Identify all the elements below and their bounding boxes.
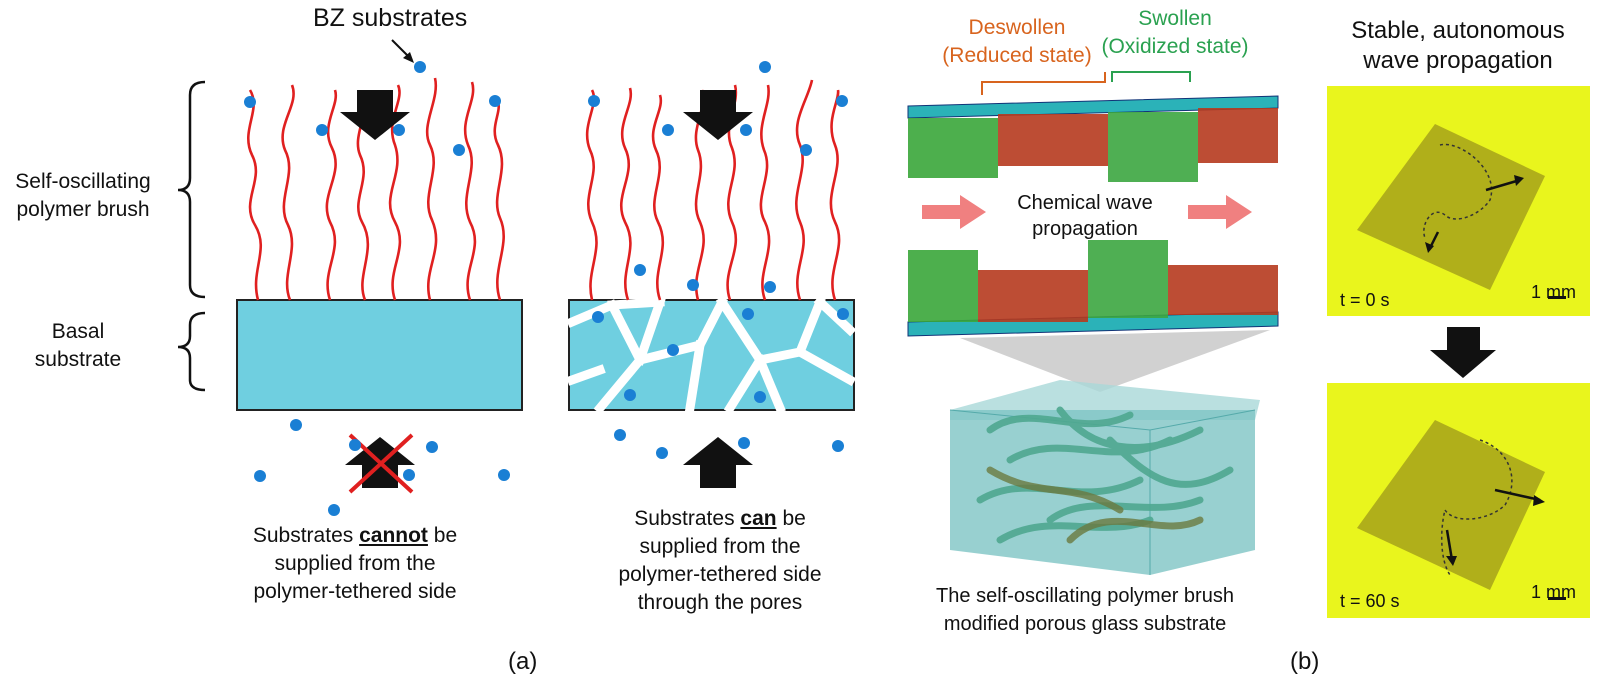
brush-label-line2: polymer brush (16, 198, 150, 221)
bottom-brush (908, 240, 1278, 322)
pore-network (566, 295, 857, 415)
deswollen-label: Deswollen (Reduced state) (932, 14, 1102, 70)
time-label-0: t = 0 s (1340, 290, 1390, 310)
swollen-label: Swollen (Oxidized state) (1090, 5, 1260, 61)
caption-a: (a) (508, 648, 538, 675)
scale-label-0: 1 mm (1531, 282, 1576, 302)
glass-line1: The self-oscillating polymer brush (936, 585, 1234, 607)
micrograph-t0 (1327, 86, 1590, 316)
bz-substrates-label: BZ substrates (313, 4, 468, 32)
basal-label-line1: Basal (51, 320, 105, 343)
porous-glass-cube (949, 380, 1260, 575)
glass-caption: The self-oscillating polymer brush modif… (905, 582, 1265, 638)
stable-line1: Stable, autonomous (1351, 17, 1565, 44)
basal-brace (177, 311, 206, 392)
down-arrow-right (683, 90, 753, 140)
cannot-line3: polymer-tethered side (253, 580, 457, 603)
glass-line2: modified porous glass substrate (943, 613, 1227, 635)
micrograph-t60 (1327, 383, 1590, 618)
wave-arrow-right (1188, 195, 1252, 229)
can-line3: polymer-tethered side (618, 563, 822, 586)
deswollen-line1: Deswollen (968, 16, 1066, 39)
cannot-post: be (427, 524, 458, 547)
can-caption: Substrates can be supplied from the poly… (565, 505, 875, 617)
deswollen-line2: (Reduced state) (942, 44, 1092, 67)
swollen-line1: Swollen (1138, 7, 1212, 30)
wave-line2: propagation (1032, 218, 1138, 240)
brush-label-line1: Self-oscillating (15, 170, 151, 193)
basal-label-line2: substrate (34, 348, 122, 371)
down-arrow-left (340, 90, 410, 140)
top-brush (908, 108, 1278, 182)
brush-brace (177, 80, 206, 299)
cannot-emph: cannot (359, 524, 428, 547)
cannot-pre: Substrates (252, 524, 360, 547)
can-line4: through the pores (637, 591, 803, 614)
cannot-caption: Substrates cannot be supplied from the p… (200, 522, 510, 606)
up-arrow-right (683, 437, 753, 488)
can-emph: can (740, 507, 777, 530)
stable-title: Stable, autonomous wave propagation (1316, 16, 1600, 76)
bz-dots (244, 61, 849, 516)
basal-label: Basal substrate (18, 318, 138, 374)
can-pre: Substrates (634, 507, 741, 530)
can-line2: supplied from the (639, 535, 801, 558)
deswollen-bracket (981, 72, 1106, 95)
time-arrow (1430, 327, 1496, 378)
basal-substrate-left (236, 299, 523, 411)
cannot-line2: supplied from the (274, 552, 436, 575)
swollen-bracket (1111, 71, 1191, 82)
brush-label: Self-oscillating polymer brush (2, 168, 164, 224)
zoom-cone (960, 330, 1270, 392)
stable-line2: wave propagation (1363, 47, 1553, 74)
time-label-60: t = 60 s (1340, 591, 1400, 611)
scale-label-60: 1 mm (1531, 582, 1576, 602)
wave-line1: Chemical wave (1017, 192, 1153, 214)
swollen-line2: (Oxidized state) (1101, 35, 1249, 58)
wave-arrow-left (922, 195, 986, 229)
wave-label: Chemical wave propagation (995, 190, 1175, 242)
can-post: be (776, 507, 806, 530)
caption-b: (b) (1290, 648, 1320, 675)
